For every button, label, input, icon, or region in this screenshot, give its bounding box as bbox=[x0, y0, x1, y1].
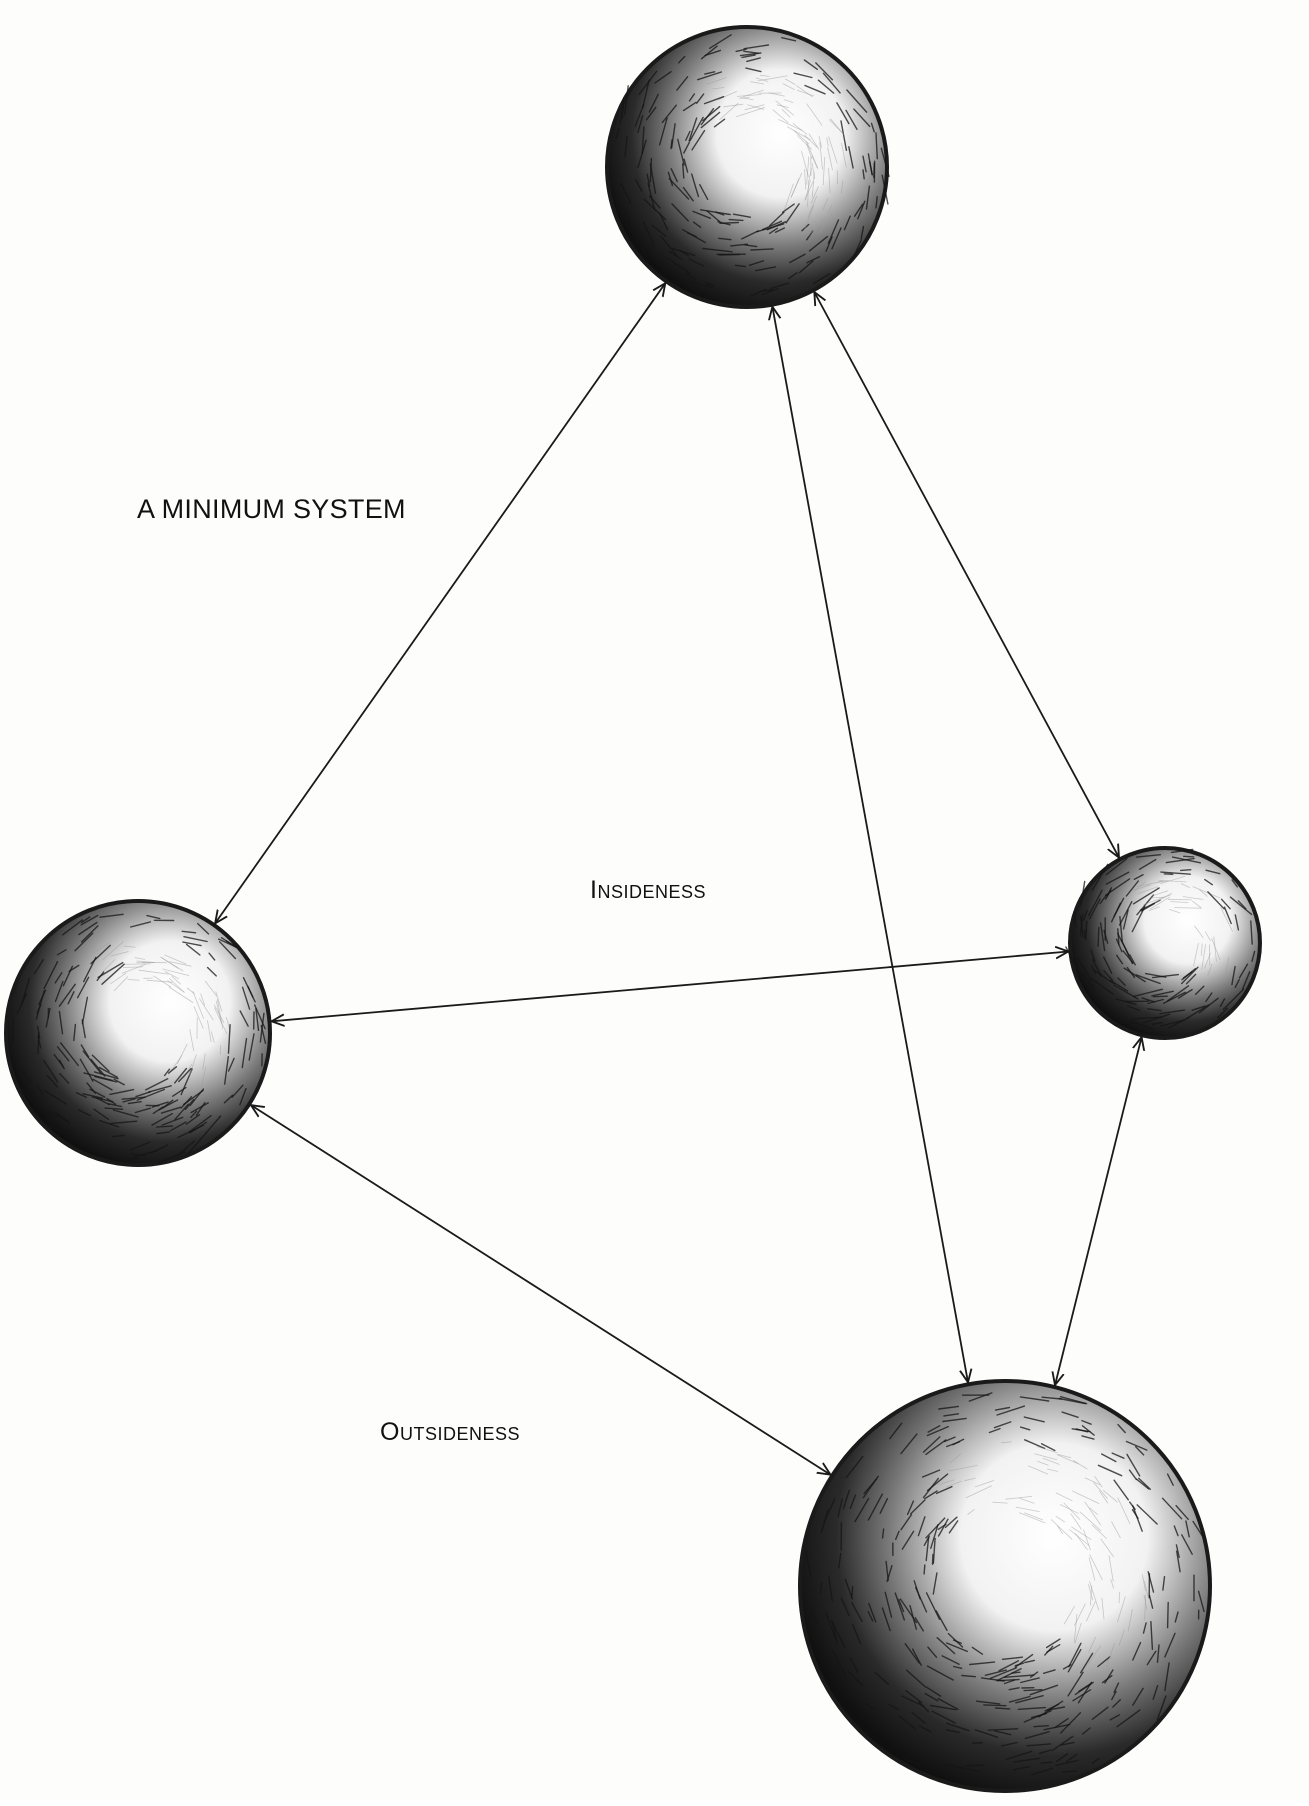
node-right bbox=[1066, 848, 1260, 1038]
outsideness-label: Outsideness bbox=[380, 1418, 520, 1447]
edge-top-right bbox=[814, 292, 1119, 858]
insideness-label: Insideness bbox=[590, 876, 706, 905]
edge-top-left bbox=[215, 283, 665, 923]
node-top bbox=[607, 27, 889, 307]
nodes-layer bbox=[6, 27, 1260, 1791]
edge-top-bottom bbox=[772, 307, 968, 1383]
edge-left-bottom bbox=[251, 1105, 831, 1475]
edge-right-bottom bbox=[1055, 1037, 1142, 1385]
node-bottom bbox=[800, 1381, 1210, 1791]
edge-left-right bbox=[272, 952, 1069, 1022]
node-left bbox=[6, 901, 270, 1165]
diagram-title: A MINIMUM SYSTEM bbox=[137, 494, 406, 525]
